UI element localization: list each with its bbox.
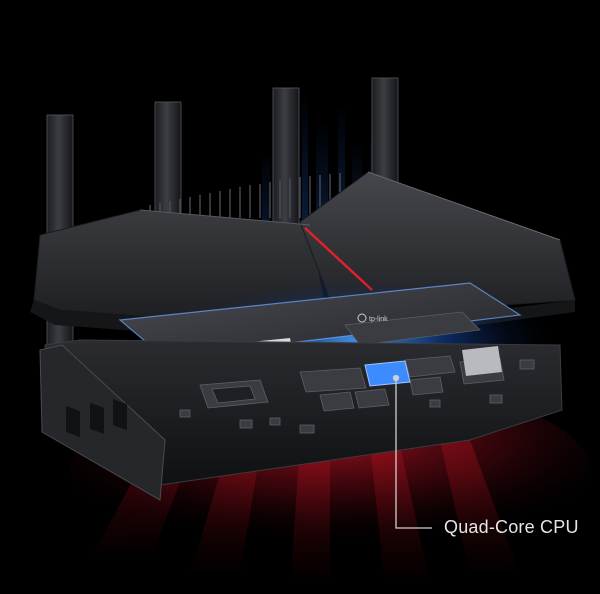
base-chassis	[39, 339, 563, 501]
cpu-chip	[364, 360, 411, 387]
callout-leader-line	[395, 378, 432, 529]
cpu-callout-label: Quad-Core CPU	[444, 517, 579, 537]
brand-logo-mark	[357, 313, 367, 323]
cpu-callout	[392, 374, 432, 529]
side-ports	[66, 399, 127, 438]
accent-stripe	[304, 227, 373, 291]
brand-logo-text: tp-link	[369, 316, 388, 323]
heatsink-fins	[149, 173, 341, 218]
